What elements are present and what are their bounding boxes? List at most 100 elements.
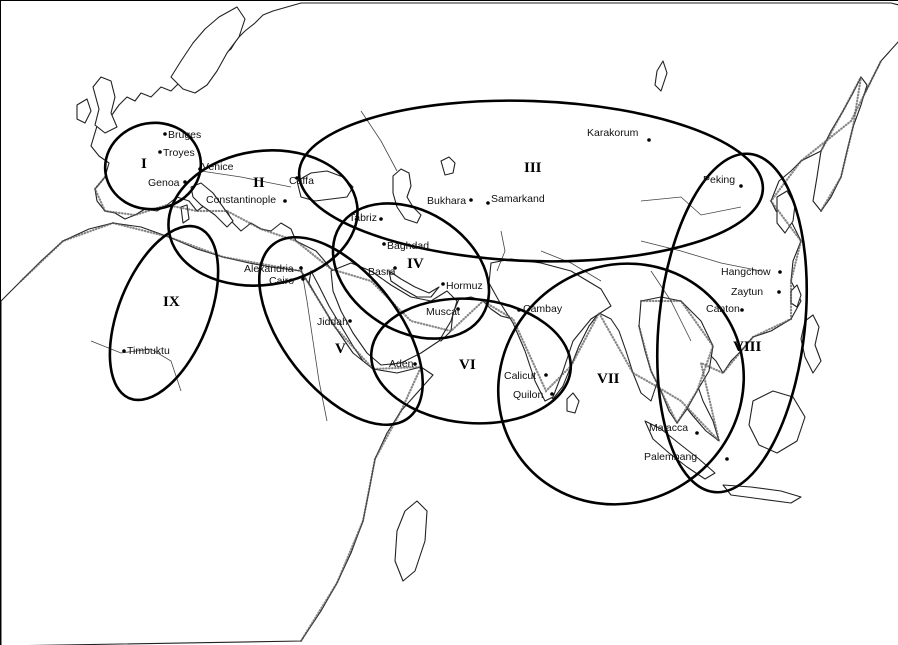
ganges-river bbox=[540, 250, 602, 282]
circuit-VII bbox=[496, 262, 746, 506]
city-label-karakorum: Karakorum bbox=[587, 127, 639, 139]
circuit-II bbox=[167, 149, 359, 287]
mekong-river bbox=[650, 270, 692, 342]
city-dot-aden bbox=[413, 362, 417, 366]
city-label-canton: Canton bbox=[706, 303, 740, 315]
trade-circuits bbox=[103, 99, 809, 506]
city-labels: Bruges Troyes Venice Genoa Caffa Constan… bbox=[127, 127, 771, 463]
yellow-river bbox=[640, 196, 742, 216]
region-label-VI: VI bbox=[459, 357, 476, 373]
city-dot-samarkand bbox=[486, 201, 490, 205]
region-label-V: V bbox=[335, 341, 346, 357]
city-dot-palembang bbox=[725, 457, 729, 461]
city-dot-karakorum bbox=[647, 138, 651, 142]
city-label-calicut: Calicut bbox=[504, 370, 536, 382]
city-dot-calicut bbox=[544, 373, 548, 377]
city-label-genoa: Genoa bbox=[148, 177, 180, 189]
city-dot-zaytun bbox=[777, 290, 781, 294]
region-labels: I II III IV V VI VII VIII IX bbox=[141, 156, 762, 387]
sri-lanka bbox=[566, 392, 580, 414]
city-dot-muscat bbox=[456, 307, 460, 311]
city-label-hormuz: Hormuz bbox=[446, 280, 483, 292]
city-dot-peking bbox=[739, 184, 743, 188]
volga-river bbox=[360, 110, 398, 172]
persian-gulf bbox=[388, 270, 440, 298]
java bbox=[722, 484, 802, 504]
city-dot-hormuz bbox=[441, 282, 445, 286]
city-dot-bruges bbox=[163, 132, 167, 136]
city-dot-cambay bbox=[517, 308, 521, 312]
circuit-VI bbox=[369, 297, 573, 425]
indus-river bbox=[496, 230, 506, 272]
city-label-cambay: Cambay bbox=[523, 303, 563, 315]
city-dot-malacca bbox=[695, 431, 699, 435]
city-dot-alexandria bbox=[299, 266, 303, 270]
city-label-tabriz: Tabriz bbox=[349, 212, 377, 224]
city-label-timbuktu: Timbuktu bbox=[127, 345, 170, 357]
region-label-VII: VII bbox=[597, 371, 620, 387]
scandinavia bbox=[170, 6, 246, 94]
city-label-aden: Aden bbox=[389, 358, 414, 370]
indochina-coast-dots bbox=[637, 299, 715, 426]
city-dot-canton bbox=[740, 308, 744, 312]
africa-coast-dots bbox=[19, 221, 423, 643]
circuit-IV bbox=[331, 202, 491, 340]
region-label-III: III bbox=[524, 160, 542, 176]
city-label-constantinople: Constantinople bbox=[206, 194, 276, 206]
city-label-baghdad: Baghdad bbox=[387, 240, 429, 252]
city-label-peking: Peking bbox=[703, 174, 735, 186]
africa-landmass bbox=[1, 222, 434, 645]
region-label-IV: IV bbox=[407, 256, 424, 272]
city-dot-troyes bbox=[158, 150, 162, 154]
city-label-troyes: Troyes bbox=[163, 147, 195, 159]
italy bbox=[190, 182, 234, 228]
circuit-V bbox=[257, 235, 425, 427]
city-label-malacca: Malacca bbox=[649, 422, 688, 434]
city-label-cairo: Cairo bbox=[269, 275, 294, 287]
sumatra bbox=[644, 420, 716, 480]
circuit-VIII bbox=[655, 152, 809, 494]
city-label-caffa: Caffa bbox=[289, 175, 314, 187]
city-dot-constantinople bbox=[283, 199, 287, 203]
city-dot-jiddah bbox=[348, 319, 352, 323]
city-label-venice: Venice bbox=[202, 161, 234, 173]
eurasia-coast-dots bbox=[93, 59, 883, 445]
japan-coast-dots bbox=[819, 76, 863, 213]
city-dot-venice bbox=[198, 167, 202, 171]
city-dot-caffa bbox=[295, 176, 299, 180]
city-label-bruges: Bruges bbox=[168, 129, 201, 141]
region-label-VIII: VIII bbox=[733, 339, 762, 355]
city-label-samarkand: Samarkand bbox=[491, 193, 545, 205]
city-dot-cairo bbox=[301, 277, 305, 281]
region-label-II: II bbox=[253, 175, 265, 191]
coastal-stipple bbox=[19, 59, 883, 643]
city-label-basra: Basra bbox=[368, 266, 396, 278]
sakhalin bbox=[654, 60, 668, 92]
madagascar bbox=[394, 500, 428, 582]
black-sea bbox=[296, 170, 354, 202]
city-dot-hangchow bbox=[778, 270, 782, 274]
korea bbox=[776, 190, 796, 234]
circuit-III bbox=[297, 99, 765, 263]
city-label-bukhara: Bukhara bbox=[427, 195, 466, 207]
city-dots bbox=[122, 132, 782, 461]
city-label-zaytun: Zaytun bbox=[731, 286, 763, 298]
city-dot-timbuktu bbox=[122, 349, 126, 353]
city-label-palembang: Palembang bbox=[644, 451, 697, 463]
city-dot-tabriz bbox=[379, 217, 383, 221]
danube-river bbox=[200, 170, 292, 188]
ireland bbox=[76, 98, 92, 124]
yangtze-river bbox=[640, 240, 762, 272]
city-label-quilon: Quilon bbox=[513, 389, 544, 401]
city-label-hangchow: Hangchow bbox=[721, 266, 771, 278]
city-dot-quilon bbox=[550, 392, 554, 396]
city-dot-bukhara bbox=[469, 198, 473, 202]
city-label-jiddah: Jiddah bbox=[317, 316, 348, 328]
city-dot-basra bbox=[393, 266, 397, 270]
borneo bbox=[748, 390, 806, 454]
british-isles bbox=[92, 76, 118, 134]
city-label-muscat: Muscat bbox=[426, 306, 460, 318]
circuit-I bbox=[103, 121, 203, 211]
